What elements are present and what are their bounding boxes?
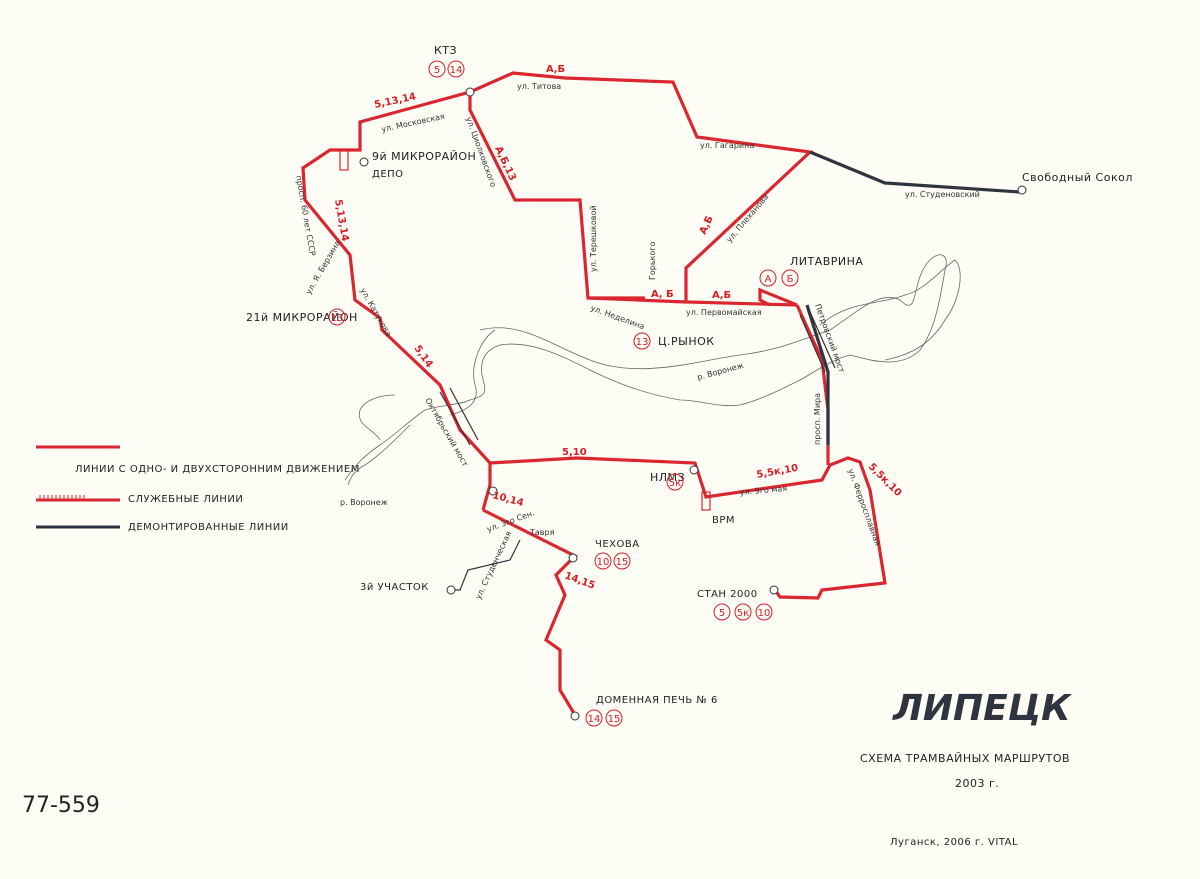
chekhova-routes: 10 15 [594,552,631,570]
svg-text:10: 10 [597,557,610,568]
stop-label-9-mkr: 9й МИКРОРАЙОН [372,150,476,163]
svg-text:Тавря: Тавря [529,528,555,537]
legend-label-dismantled: ДЕМОНТИРОВАННЫЕ ЛИНИИ [128,522,289,533]
stop-label-domennaya: ДОМЕННАЯ ПЕЧЬ № 6 [596,695,718,706]
svg-text:5: 5 [719,608,725,619]
svg-text:ул. 3го Сен.: ул. 3го Сен. [486,508,536,534]
legend-label-regular: ЛИНИИ С ОДНО- И ДВУХСТОРОННИМ ДВИЖЕНИЕМ [75,464,360,475]
svg-text:ул. Студеновский: ул. Студеновский [905,190,980,199]
svg-text:ул. Катукова: ул. Катукова [358,287,393,339]
stop-label-depot: ДЕПО [372,169,404,180]
stop-marker-domennaya [570,711,580,721]
oktyabrsky-bridge [439,391,471,446]
svg-text:5к: 5к [737,608,749,619]
21-mkr-routes: 13 [328,308,346,326]
svg-text:5,5к,10: 5,5к,10 [756,463,800,481]
svg-text:ул. Первомайская: ул. Первомайская [686,308,762,317]
route-labels: 5,13,14 5,13,14 А,Б А,Б,13 А,Б А, Б А,Б … [332,64,903,592]
svg-text:5,10: 5,10 [562,447,587,458]
stop-marker-junction [488,486,498,496]
svg-text:ул. Плеханова: ул. Плеханова [725,192,771,244]
svg-text:ул. 9го мая: ул. 9го мая [739,484,787,497]
stop-label-chekhova: ЧЕХОВА [595,539,640,550]
dismantled-lines [450,150,1021,591]
stop-label-rynok: Ц.РЫНОК [658,335,715,348]
svg-text:13: 13 [636,337,649,348]
svg-text:ул. Титова: ул. Титова [517,82,561,91]
stop-label-litavrina: ЛИТАВРИНА [790,255,863,268]
stop-marker-stan-2000 [769,585,779,595]
svg-text:просп. Мира: просп. Мира [813,393,822,445]
svg-text:14: 14 [450,65,463,76]
svg-text:14,15: 14,15 [563,570,597,591]
legend-service-ticks [39,495,85,500]
nlmz-routes: 5к [666,473,684,491]
domennaya-routes: 14 15 [585,709,623,727]
svg-text:р. Воронеж: р. Воронеж [340,498,388,507]
svg-text:5: 5 [434,65,440,76]
svg-text:ул. Неделина: ул. Неделина [589,303,646,331]
svg-text:ул. Гагарина: ул. Гагарина [700,141,754,150]
stop-labels: КТЗ 9й МИКРОРАЙОН ДЕПО Свободный Сокол Л… [246,44,1133,706]
stop-marker-chekhova [568,553,578,563]
map-subtitle: СХЕМА ТРАМВАЙНЫХ МАРШРУТОВ [860,752,1070,765]
svg-text:14: 14 [588,714,601,725]
legend-label-service: СЛУЖЕБНЫЕ ЛИНИИ [128,494,243,505]
svg-text:А: А [765,274,772,285]
stan-2000-routes: 5 5к 10 [713,603,773,621]
svg-text:А,Б: А,Б [712,290,731,301]
ktz-routes: 5 14 [428,60,465,78]
stop-label-ktz: КТЗ [434,44,457,57]
svg-text:13: 13 [331,313,344,324]
svg-text:р. Воронеж: р. Воронеж [696,361,745,382]
svg-text:10: 10 [758,608,771,619]
river-voronezh [344,254,961,486]
svg-text:5к: 5к [669,478,681,489]
stop-marker-3-uchastok [446,585,456,595]
map-credit: Луганск, 2006 г. VITAL [890,837,1018,848]
litavrina-routes: А Б [759,269,799,287]
svg-text:15: 15 [608,714,621,725]
stop-label-stan-2000: СТАН 2000 [697,589,758,600]
stop-label-sokol: Свободный Сокол [1022,171,1133,184]
route-badges: 5 14 А Б 13 13 5к 10 15 5 5к 10 14 15 [328,60,799,727]
stop-markers [339,87,1027,721]
svg-text:ул. Студенческая: ул. Студенческая [474,530,514,601]
map-year: 2003 г. [955,777,999,790]
stop-marker-ktz [465,87,475,97]
svg-text:Б: Б [787,274,794,285]
svg-text:10,14: 10,14 [491,490,524,509]
svg-text:А, Б: А, Б [651,289,674,300]
city-title: ЛИПЕЦК [892,688,1072,729]
svg-text:просп. 60 лет СССР: просп. 60 лет СССР [294,175,317,257]
svg-text:А,Б: А,Б [546,64,565,75]
stop-marker-nlmz [689,465,699,475]
title-block: ЛИПЕЦК СХЕМА ТРАМВАЙНЫХ МАРШРУТОВ 2003 г… [22,688,1072,848]
svg-text:Горького: Горького [648,242,657,280]
map-code: 77-559 [22,793,100,818]
svg-text:15: 15 [616,557,629,568]
rynok-routes: 13 [633,332,651,350]
bridges [439,311,836,446]
svg-text:А,Б: А,Б [698,214,716,236]
stop-marker-sokol [1017,185,1027,195]
vrm-icon [701,491,711,511]
stop-marker-9-mkr [359,157,369,167]
stop-label-vrm: ВРМ [712,515,735,526]
svg-text:ул. Терешковой: ул. Терешковой [589,205,598,272]
stop-label-3-uchastok: 3й УЧАСТОК [360,582,429,593]
legend: ЛИНИИ С ОДНО- И ДВУХСТОРОННИМ ДВИЖЕНИЕМ … [36,445,360,533]
petrovsky-bridge [799,314,826,373]
svg-text:5,14: 5,14 [412,343,435,370]
depot-icon [339,149,349,171]
